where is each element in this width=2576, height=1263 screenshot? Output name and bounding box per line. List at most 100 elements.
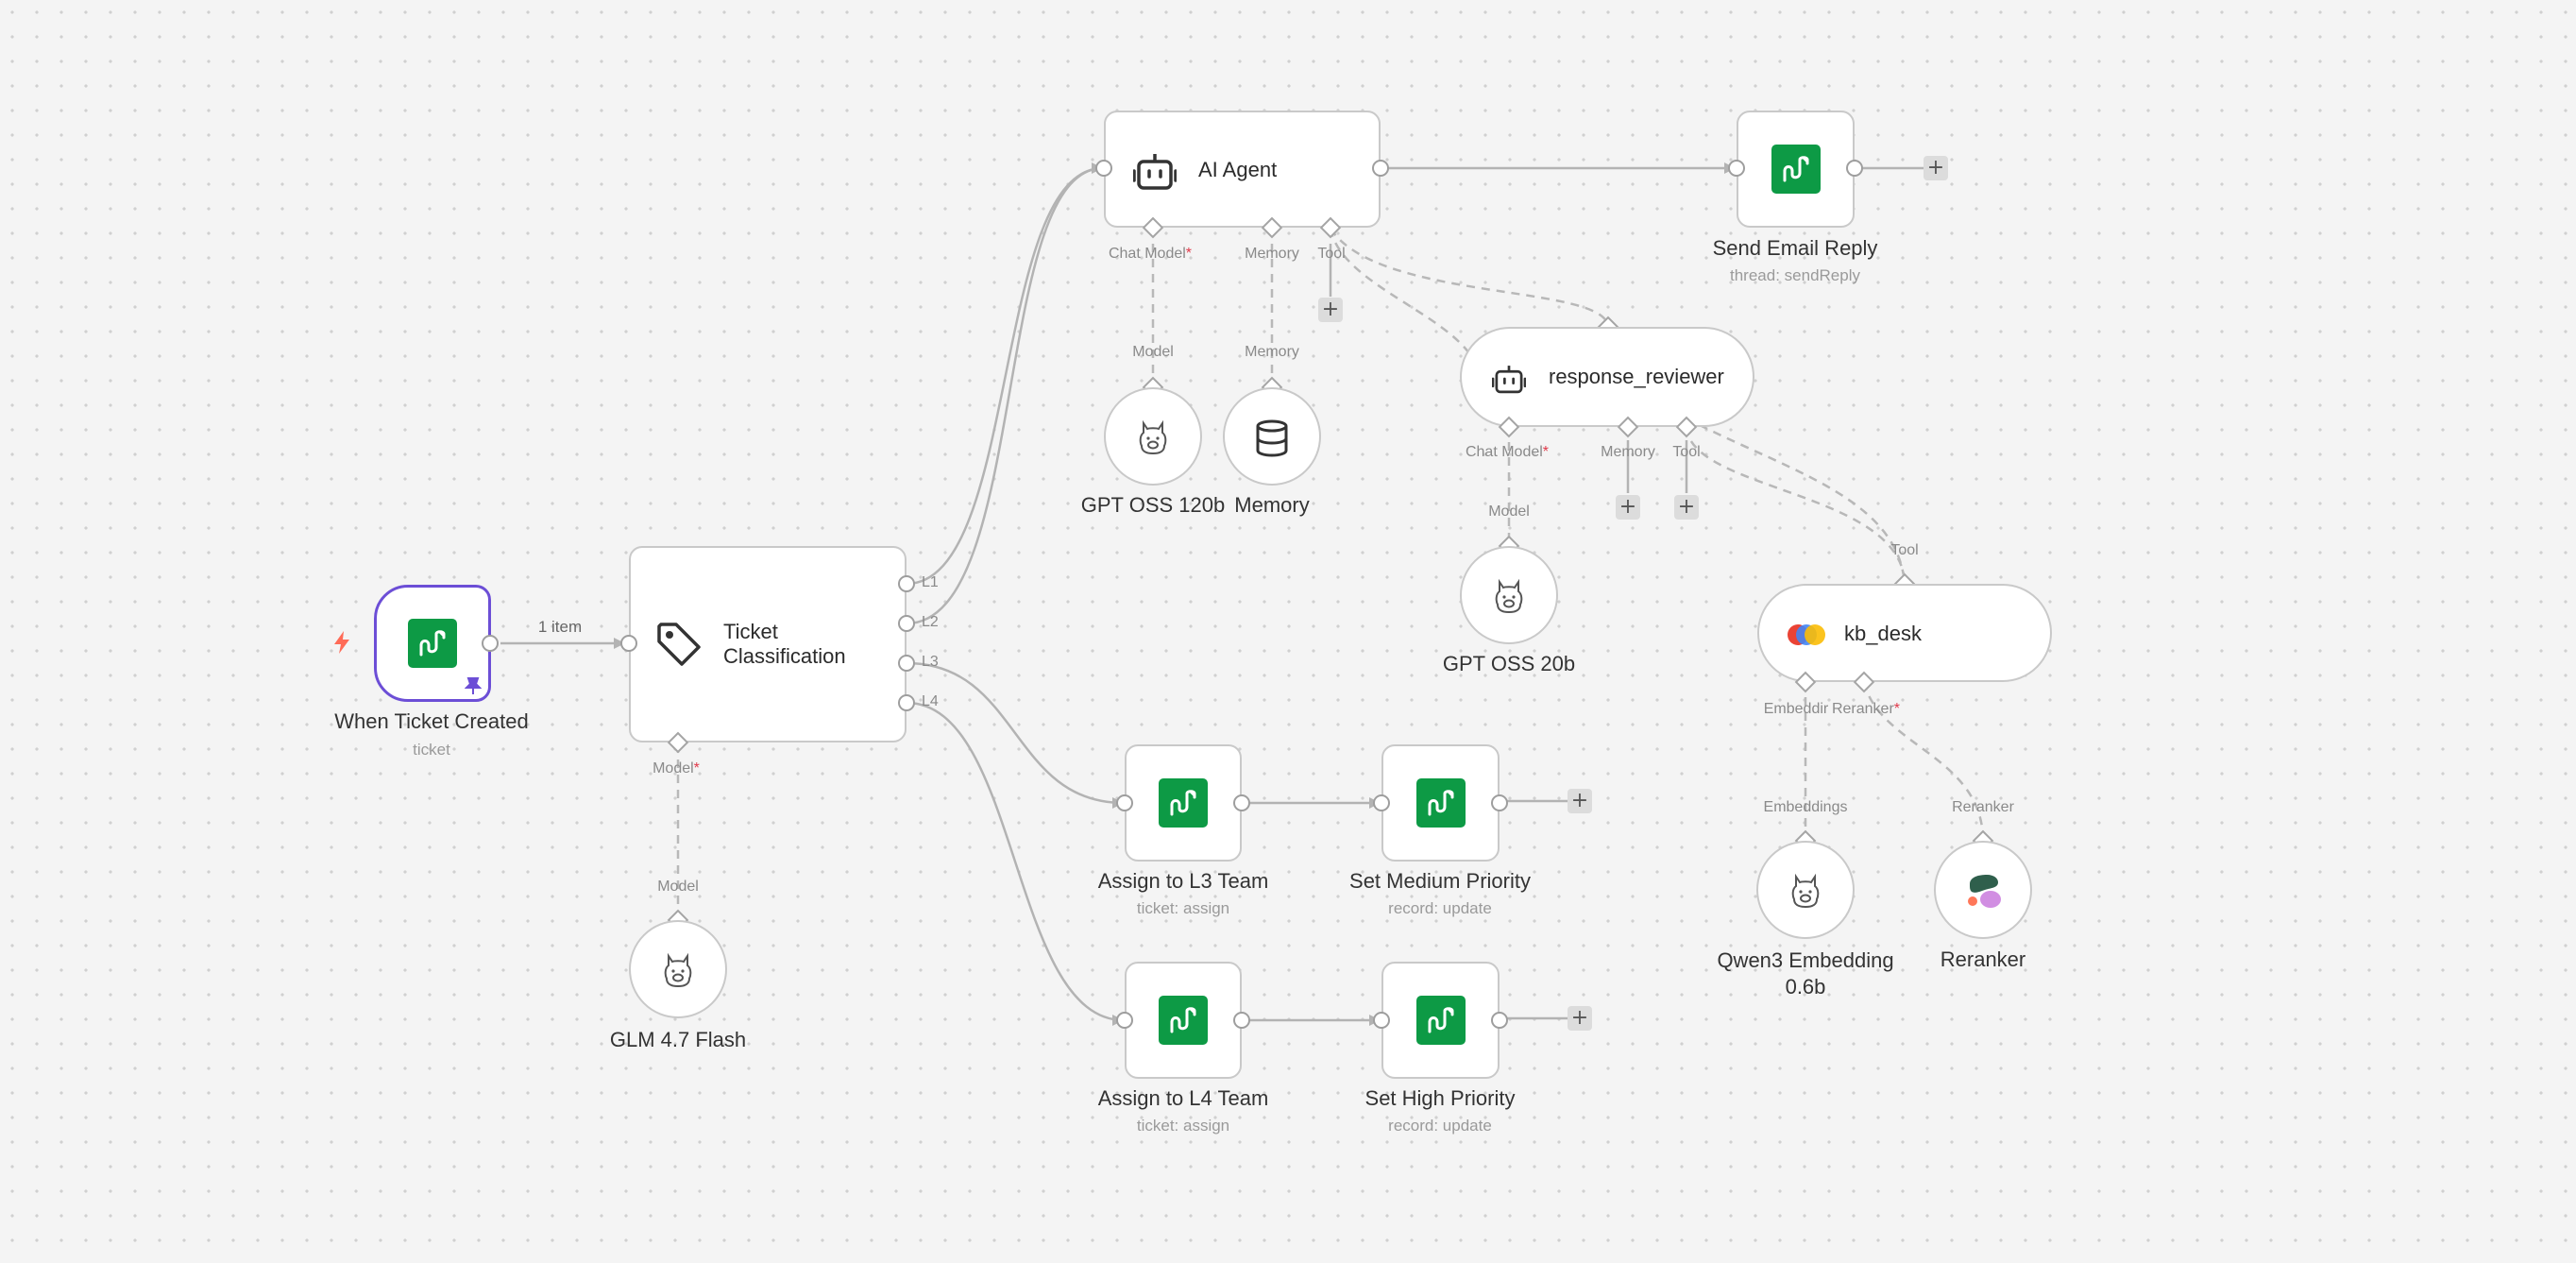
node-kb-desk[interactable]: kb_desk xyxy=(1757,584,2052,682)
reviewer-chat-model-slot: Chat Model* xyxy=(1465,444,1550,460)
node-assign-l3-team[interactable] xyxy=(1125,744,1242,862)
add-tool-button[interactable]: + xyxy=(1318,298,1343,322)
qwen-slot-label: Embeddings xyxy=(1763,799,1848,815)
gpt120-slot-label: Model xyxy=(1132,344,1174,360)
database-icon xyxy=(1256,419,1288,457)
gpt20-slot-label: Model xyxy=(1488,503,1530,520)
edge-reviewer-agent-tool-2 xyxy=(1329,228,1610,328)
kb-reranker-slot: Reranker* xyxy=(1831,701,1901,717)
assign-l4-title: Assign to L4 Team xyxy=(1097,1086,1269,1110)
send-email-input-port[interactable] xyxy=(1728,160,1745,177)
edge-reranker-kb xyxy=(1862,681,1985,842)
node-glm-flash[interactable] xyxy=(629,920,727,1018)
node-ticket-classification[interactable]: Ticket Classification xyxy=(629,546,907,742)
set-medium-title: Set Medium Priority xyxy=(1349,869,1531,893)
set-medium-subtitle: record: update xyxy=(1388,899,1492,917)
assign-l4-subtitle: ticket: assign xyxy=(1136,1117,1230,1135)
set-medium-add-button[interactable]: + xyxy=(1568,789,1592,813)
node-set-medium-priority[interactable] xyxy=(1381,744,1500,862)
reviewer-tool-slot: Tool xyxy=(1672,444,1701,460)
output-port-l3[interactable] xyxy=(898,655,915,672)
node-qwen3-embedding[interactable] xyxy=(1756,841,1855,939)
ai-agent-memory-slot: Memory xyxy=(1245,246,1299,262)
node-gpt-oss-20b[interactable] xyxy=(1460,546,1558,644)
qwen-title: Qwen3 Embedding 0.6b xyxy=(1717,948,1894,998)
output-label-l3: L3 xyxy=(922,654,939,670)
ai-agent-chat-model-slot: Chat Model* xyxy=(1108,246,1193,262)
llama-icon xyxy=(1495,578,1523,614)
classification-model-slot: Model* xyxy=(652,760,700,777)
gpt120-title: GPT OSS 120b xyxy=(1080,493,1226,517)
gemini-logo-icon xyxy=(1788,624,1825,645)
ai-agent-title: AI Agent xyxy=(1198,158,1278,181)
set-high-input-port[interactable] xyxy=(1373,1012,1390,1029)
edge-kb-reviewer-2 xyxy=(1699,423,1907,585)
edge-l1-agent xyxy=(906,166,1104,586)
reviewer-add-memory-button[interactable]: + xyxy=(1616,495,1640,520)
set-high-title: Set High Priority xyxy=(1364,1086,1516,1110)
kb-tool-slot-label: Tool xyxy=(1890,542,1919,558)
tag-icon xyxy=(657,623,701,666)
app-icon xyxy=(408,619,457,668)
robot-icon xyxy=(1133,154,1177,190)
assign-l3-input-port[interactable] xyxy=(1116,794,1133,811)
classification-title: Ticket Classification xyxy=(723,620,846,668)
set-medium-input-port[interactable] xyxy=(1373,794,1390,811)
node-send-email-reply[interactable] xyxy=(1737,111,1855,228)
app-icon xyxy=(1159,996,1208,1045)
bolt-icon xyxy=(334,631,349,654)
send-email-subtitle: thread: sendReply xyxy=(1730,266,1860,284)
assign-l4-output-port[interactable] xyxy=(1233,1012,1250,1029)
reranker-slot-label: Reranker xyxy=(1952,799,2014,815)
node-assign-l4-team[interactable] xyxy=(1125,962,1242,1079)
set-high-subtitle: record: update xyxy=(1388,1117,1492,1135)
assign-l3-output-port[interactable] xyxy=(1233,794,1250,811)
send-email-add-button[interactable]: + xyxy=(1924,156,1948,180)
robot-icon xyxy=(1492,366,1526,394)
pin-icon xyxy=(465,677,482,694)
cohere-logo-icon xyxy=(1968,875,2001,908)
assign-l3-subtitle: ticket: assign xyxy=(1136,899,1230,917)
set-high-output-port[interactable] xyxy=(1491,1012,1508,1029)
app-icon xyxy=(1415,996,1466,1045)
trigger-node-when-ticket-created[interactable] xyxy=(374,585,491,702)
trigger-output-port[interactable] xyxy=(482,635,499,652)
trigger-title: When Ticket Created xyxy=(334,709,529,733)
memory-title: Memory xyxy=(1234,493,1310,517)
llama-icon xyxy=(1791,873,1820,909)
output-port-l4[interactable] xyxy=(898,694,915,711)
output-port-l1[interactable] xyxy=(898,575,915,592)
output-label-l1: L1 xyxy=(922,574,939,590)
llama-icon xyxy=(664,952,692,988)
assign-l4-input-port[interactable] xyxy=(1116,1012,1133,1029)
memory-slot-label: Memory xyxy=(1245,344,1299,360)
node-memory[interactable] xyxy=(1223,387,1321,486)
send-email-title: Send Email Reply xyxy=(1712,236,1878,260)
node-ai-agent[interactable]: AI Agent xyxy=(1104,111,1381,228)
reviewer-add-tool-button[interactable]: + xyxy=(1674,495,1699,520)
edge-l3-assign xyxy=(906,661,1125,805)
glm-title: GLM 4.7 Flash xyxy=(609,1028,747,1051)
output-port-l2[interactable] xyxy=(898,615,915,632)
classification-input-port[interactable] xyxy=(620,635,637,652)
assign-l3-title: Assign to L3 Team xyxy=(1097,869,1269,893)
send-email-output-port[interactable] xyxy=(1846,160,1863,177)
edge-reviewer-agent-tool xyxy=(1329,228,1475,360)
edge-kb-reviewer xyxy=(1685,426,1907,585)
glm-slot-label: Model xyxy=(657,879,699,895)
edge-l2-agent xyxy=(906,166,1104,625)
ai-agent-input-port[interactable] xyxy=(1095,160,1112,177)
node-reranker[interactable] xyxy=(1934,841,2032,939)
app-icon xyxy=(1771,145,1821,194)
set-medium-output-port[interactable] xyxy=(1491,794,1508,811)
set-high-add-button[interactable]: + xyxy=(1568,1006,1592,1031)
node-gpt-oss-120b[interactable] xyxy=(1104,387,1202,486)
node-set-high-priority[interactable] xyxy=(1381,962,1500,1079)
gpt20-title: GPT OSS 20b xyxy=(1442,652,1576,675)
ai-agent-output-port[interactable] xyxy=(1372,160,1389,177)
ai-agent-tool-slot: Tool xyxy=(1317,246,1346,262)
node-response-reviewer[interactable]: response_reviewer xyxy=(1460,327,1754,427)
edge-item-count: 1 item xyxy=(537,618,583,636)
